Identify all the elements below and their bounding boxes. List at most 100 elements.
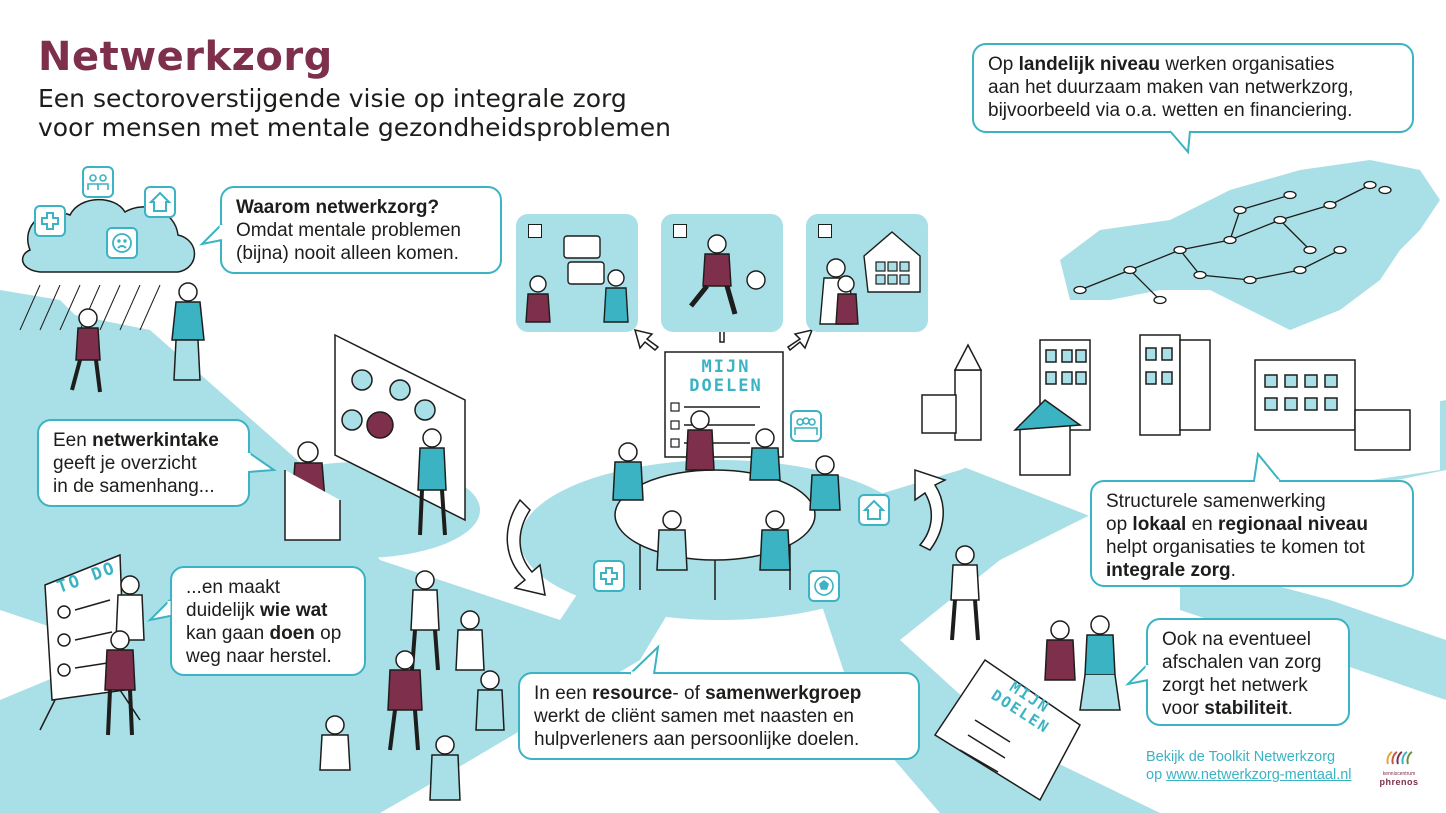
structural-l2-bold1: lokaal [1132, 514, 1187, 535]
intake-l1-pre: Een [53, 430, 93, 451]
resource-l1-mid: - of [672, 683, 706, 704]
person-pointing-goals [685, 410, 715, 471]
people-icon [82, 166, 114, 198]
national-line-3: bijvoorbeeld via o.a. wetten en financie… [988, 100, 1353, 121]
why-line-2: Omdat mentale problemen [236, 220, 461, 241]
structural-line-1: Structurele samenwerking [1106, 491, 1326, 512]
why-l1-bold: Waarom netwerkzorg? [236, 197, 440, 218]
resource-line-3: hulpverleners aan persoonlijke doelen. [534, 729, 860, 750]
national-l1-post: werken organisaties [1160, 54, 1335, 75]
stability-l4-pre: voor [1162, 698, 1205, 719]
page-title: Netwerkzorg [38, 34, 333, 80]
footer-line-2-pre: op [1146, 767, 1167, 783]
clarify-line-1: ...en maakt [186, 577, 280, 598]
national-line-1: Op landelijk niveau werken organisaties [988, 53, 1398, 76]
stability-line-1: Ook na eventueel [1162, 629, 1311, 650]
structural-l4-bold: integrale zorg [1106, 560, 1231, 581]
person-standing-board [417, 428, 447, 536]
intake-line-3: in de samenhang... [53, 476, 215, 497]
person-table-2 [612, 442, 644, 501]
bubble-why-netwerkzorg: Waarom netwerkzorg? Omdat mentale proble… [220, 186, 502, 274]
footer-toolkit: Bekijk de Toolkit Netwerkzorg op www.net… [1146, 748, 1352, 784]
house-scene-icon [819, 231, 921, 325]
logo-word: phrenos [1379, 777, 1419, 787]
resource-l1-pre: In een [534, 683, 593, 704]
sad-face-icon [106, 227, 138, 259]
plus-icon [593, 560, 625, 592]
person-todo-2 [104, 630, 136, 736]
person-chair [284, 441, 341, 541]
checkbox-social [528, 224, 542, 238]
bubble-tail-structural [1253, 451, 1281, 483]
phrenos-logo-mark [1386, 751, 1413, 765]
bubble-netwerkintake: Een netwerkintake geeft je overzicht in … [37, 419, 250, 507]
phrenos-logo: kenniscentrum phrenos [1376, 750, 1422, 787]
bubble-tail-national [1169, 128, 1191, 155]
bubble-tail-stability [1124, 663, 1149, 686]
structural-line-3: helpt organisaties te komen tot [1106, 537, 1365, 558]
national-l1-bold: landelijk niveau [1018, 54, 1161, 75]
person-right-1 [950, 545, 980, 641]
resource-l1-bold1: resource [592, 683, 673, 704]
house-icon [144, 186, 176, 218]
structural-line-4: integrale zorg. [1106, 559, 1398, 582]
toolkit-link[interactable]: www.netwerkzorg-mentaal.nl [1166, 767, 1352, 783]
stability-line-2: afschalen van zorg [1162, 652, 1322, 673]
clarify-l3-post: op [314, 623, 342, 644]
person-path-3 [387, 650, 423, 751]
person-sad-rain [70, 308, 102, 393]
logo-small-text: kenniscentrum [1382, 771, 1416, 777]
people [70, 282, 1121, 801]
chat-icon [525, 235, 629, 323]
circular-arrows [506, 468, 947, 596]
person-table-4 [656, 510, 688, 571]
clarify-l2-pre: duidelijk [186, 600, 260, 621]
card-social-contact [516, 214, 638, 332]
person-todo [115, 575, 145, 641]
person-table-5 [759, 510, 791, 571]
resource-l1-bold2: samenwerkgroep [705, 683, 862, 704]
intake-l1-bold: netwerkintake [92, 430, 219, 451]
goals-board-label: MIJN DOELEN [689, 357, 763, 396]
national-l1-pre: Op [988, 54, 1019, 75]
stability-line-3: zorgt het netwerk [1162, 675, 1308, 696]
plus-icon [34, 205, 66, 237]
bubble-wie-wat-doen: ...en maakt duidelijk wie wat kan gaan d… [170, 566, 366, 676]
national-line-2: aan het duurzaam maken van netwerkzorg, [988, 77, 1354, 98]
clarify-line-3: kan gaan doen op [186, 622, 350, 645]
bubble-tail-resource [629, 644, 660, 675]
bubble-tail-clarify [146, 599, 171, 622]
person-path-6 [429, 735, 461, 801]
bubble-national-level: Op landelijk niveau werken organisaties … [972, 43, 1414, 133]
clarify-l3-bold: doen [269, 623, 315, 644]
card-activity [661, 214, 783, 332]
bubble-resourcegroep: In een resource- of samenwerkgroep werkt… [518, 672, 920, 760]
intake-line-2: geeft je overzicht [53, 453, 197, 474]
clarify-l2-bold: wie wat [259, 600, 328, 621]
subtitle-line-2: voor mensen met mentale gezondheidsprobl… [38, 113, 671, 142]
person-table-3 [809, 455, 841, 511]
person-path-5 [475, 670, 505, 731]
running-person-icon [689, 234, 766, 315]
bubble-tail-why [198, 223, 223, 246]
subtitle-line-1: Een sectoroverstijgende visie op integra… [38, 84, 627, 113]
footer-line-2: op www.netwerkzorg-mentaal.nl [1146, 766, 1352, 784]
bubble-structurele-samenwerking: Structurele samenwerking op lokaal en re… [1090, 480, 1414, 587]
resource-line-1: In een resource- of samenwerkgroep [534, 682, 904, 705]
structural-l2-bold2: regionaal niveau [1218, 514, 1368, 535]
footer-line-1: Bekijk de Toolkit Netwerkzorg [1146, 749, 1336, 765]
person-path-4 [319, 715, 351, 771]
stability-l4-bold: stabiliteit [1204, 698, 1288, 719]
clarify-line-4: weg naar herstel. [186, 646, 332, 667]
intake-line-1: Een netwerkintake [53, 429, 234, 452]
structural-l2-pre: op [1106, 514, 1133, 535]
structural-l2-mid: en [1186, 514, 1218, 535]
bubble-stabiliteit: Ook na eventueel afschalen van zorg zorg… [1146, 618, 1350, 726]
stability-l4-post: . [1287, 698, 1293, 719]
bubble-tail-intake [247, 451, 277, 473]
why-line-1: Waarom netwerkzorg? [236, 196, 486, 219]
clarify-line-2: duidelijk wie wat [186, 599, 350, 622]
house-icon [858, 494, 890, 526]
checkbox-activity [673, 224, 687, 238]
netherlands-map [1060, 160, 1440, 330]
